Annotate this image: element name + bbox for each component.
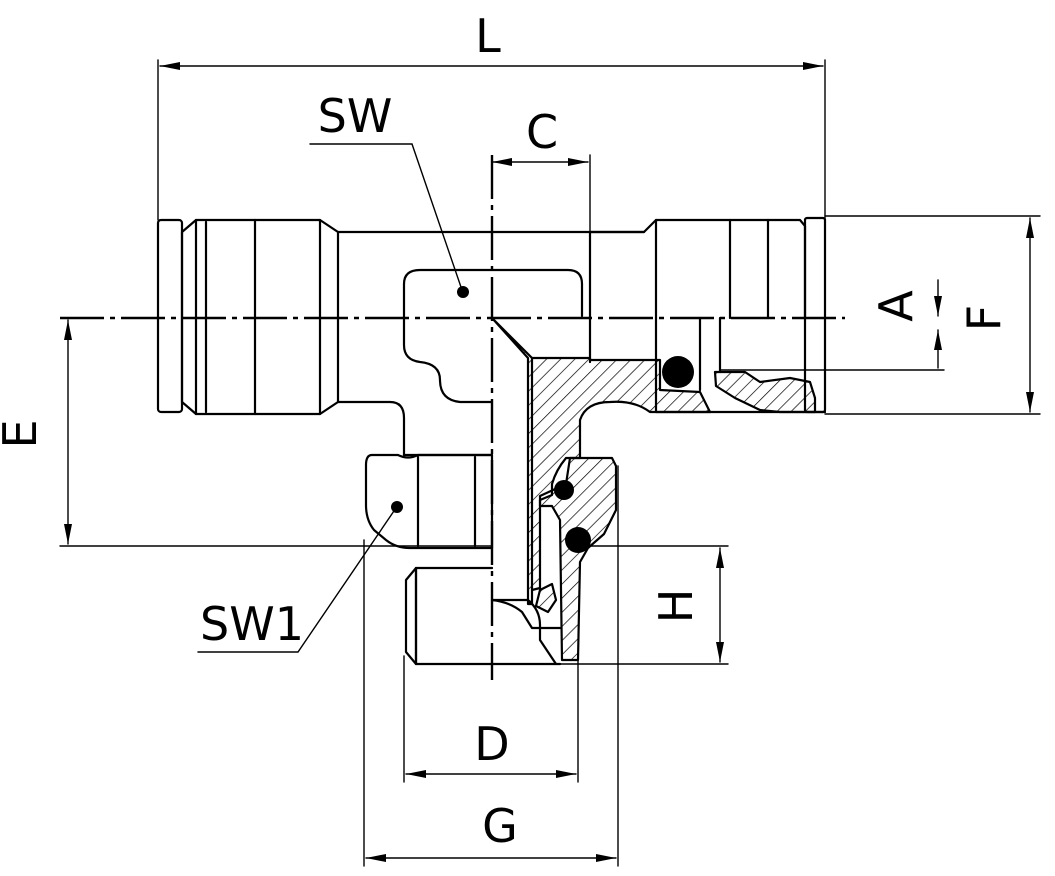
label-d: D <box>474 717 509 771</box>
sw1-leader-dot <box>391 501 403 513</box>
o-ring-stem <box>565 527 591 553</box>
label-g: G <box>482 799 518 853</box>
hex-nut <box>364 453 494 550</box>
dimension-e: E <box>0 319 493 547</box>
threaded-stem <box>404 480 591 666</box>
dimension-g: G <box>363 465 619 867</box>
o-ring-inner <box>554 480 574 500</box>
dimension-a: A <box>719 279 945 371</box>
dimension-d: D <box>403 655 579 783</box>
label-e: E <box>0 419 47 448</box>
label-a: A <box>869 290 923 322</box>
dimension-f: F <box>824 215 1041 415</box>
dimension-sw1: SW1 <box>197 507 397 653</box>
dimension-l: L <box>157 9 826 221</box>
label-sw: SW <box>318 89 393 143</box>
right-collet <box>588 216 827 414</box>
dimension-h: H <box>559 545 729 665</box>
dimension-sw: SW <box>309 89 469 298</box>
left-collet <box>156 218 340 416</box>
sw-leader-dot <box>457 286 469 298</box>
label-sw1: SW1 <box>200 597 304 651</box>
label-l: L <box>475 9 501 63</box>
o-ring-right <box>662 356 694 388</box>
label-h: H <box>649 589 703 624</box>
label-f: F <box>957 305 1011 331</box>
label-c: C <box>526 105 558 159</box>
